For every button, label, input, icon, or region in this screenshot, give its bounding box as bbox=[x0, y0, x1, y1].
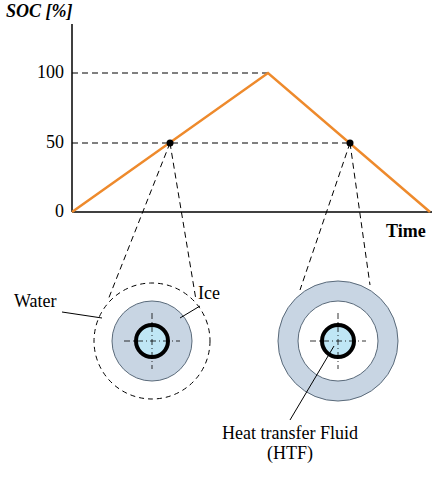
discharging-tube bbox=[278, 281, 398, 401]
part-label: Water bbox=[14, 292, 74, 312]
charging-tube bbox=[94, 283, 210, 399]
axis-title: SOC [%] bbox=[6, 2, 96, 22]
part-label: Ice bbox=[198, 284, 238, 304]
soc-curve bbox=[72, 73, 430, 212]
part-label: Heat transfer Fluid (HTF) bbox=[215, 424, 365, 464]
leader-lines bbox=[62, 306, 334, 420]
tick-label: 0 bbox=[20, 202, 64, 222]
soc-point bbox=[347, 140, 354, 147]
axes bbox=[72, 24, 432, 212]
axis-title: Time bbox=[386, 222, 438, 242]
tick-label: 100 bbox=[20, 63, 64, 83]
tick-label: 50 bbox=[20, 133, 64, 153]
soc-point bbox=[167, 140, 174, 147]
